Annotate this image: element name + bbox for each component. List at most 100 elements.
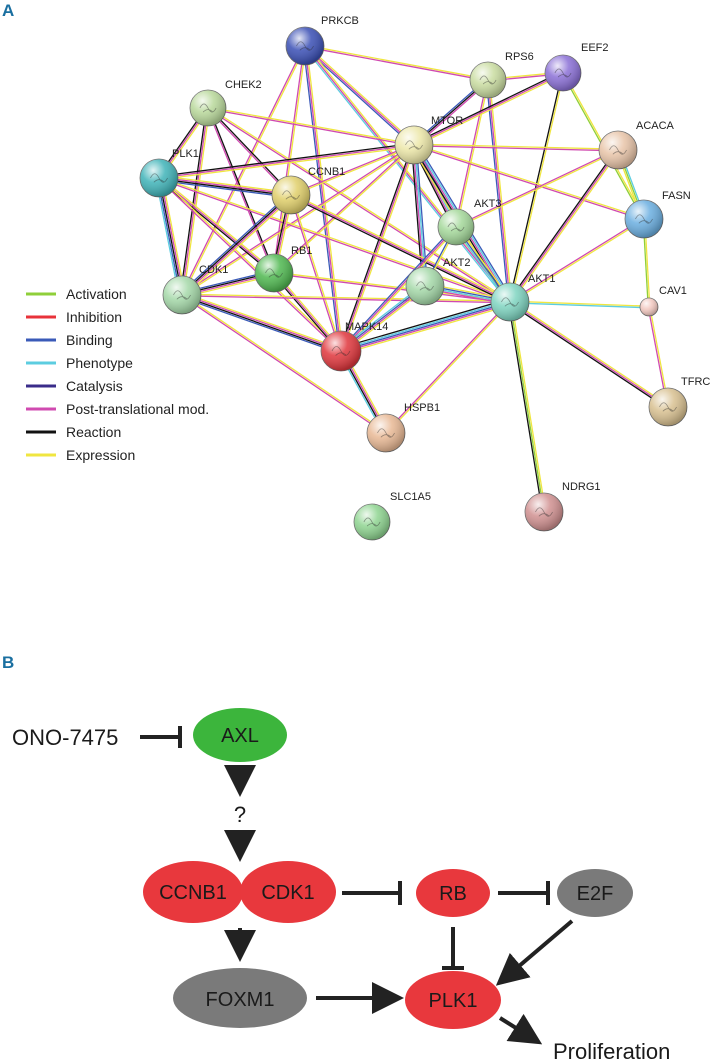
- protein-structure-icon: [479, 75, 497, 85]
- node-sphere-highlight: [599, 131, 637, 169]
- node-mapk14: MAPK14: [320, 321, 388, 372]
- protein-structure-icon: [265, 268, 283, 278]
- edge-line-ptm: [182, 195, 292, 297]
- edge-line-rxn: [158, 177, 183, 296]
- edge-line-exp: [291, 145, 415, 197]
- protein-structure-icon: [282, 190, 300, 200]
- protein-structure-icon: [659, 402, 677, 412]
- legend-item-inhibition: Inhibition: [26, 309, 122, 325]
- node-rb: RB: [416, 869, 490, 917]
- edge-line-exp: [159, 145, 415, 181]
- node-plk1-label: PLK1: [429, 990, 478, 1012]
- edge-line-ptm: [304, 46, 489, 82]
- legend-label-expression: Expression: [66, 447, 135, 463]
- edge-cdk1-mapk14: [180, 292, 343, 354]
- node-sphere-highlight: [470, 62, 506, 98]
- edge-akt1-mapk14: [339, 298, 512, 355]
- edge-line-ptm: [304, 45, 342, 352]
- edge-plk1-rb1: [157, 176, 276, 275]
- edge-mtor-ccnb1: [290, 143, 415, 197]
- node-prkcb: PRKCB: [285, 15, 359, 66]
- protein-structure-icon: [554, 68, 572, 78]
- edge-line-bind: [340, 301, 511, 352]
- legend: Activation Inhibition Binding Phenotype …: [26, 286, 209, 463]
- node-chek2: CHEK2: [189, 79, 262, 127]
- edge-line-exp: [161, 177, 186, 295]
- edge-line-exp: [509, 300, 650, 307]
- edge-line-bind: [303, 46, 414, 147]
- edge-line-ptm: [159, 177, 185, 295]
- edge-line-exp: [182, 46, 307, 296]
- edge-chek2-ccnb1: [206, 106, 293, 197]
- node-sphere-highlight: [525, 493, 563, 531]
- complex-inhibits-rb: [342, 881, 402, 905]
- node-akt1: AKT1: [490, 273, 556, 322]
- edge-line-ptm: [273, 273, 510, 304]
- edge-line-rxn: [179, 107, 208, 295]
- legend-item-catalysis: Catalysis: [26, 378, 123, 394]
- protein-structure-icon: [363, 517, 381, 527]
- protein-structure-icon: [501, 297, 519, 307]
- edge-line-bind: [179, 192, 290, 294]
- edge-line-bind: [339, 225, 456, 351]
- edge-cdk1-akt1: [181, 293, 511, 304]
- edge-line-exp: [159, 176, 511, 302]
- legend-label-reaction: Reaction: [66, 424, 121, 440]
- node-label: MAPK14: [345, 321, 388, 333]
- edge-line-phen: [303, 46, 510, 304]
- node-label: CDK1: [199, 264, 228, 276]
- edge-line-ptm: [289, 195, 341, 352]
- edge-line-exp: [291, 194, 343, 351]
- edge-line-exp: [304, 44, 489, 80]
- legend-item-reaction: Reaction: [26, 424, 121, 440]
- node-sphere-highlight: [255, 254, 293, 292]
- legend-item-phenotype: Phenotype: [26, 355, 133, 371]
- node-label: MTOR: [431, 115, 463, 127]
- node-sphere-highlight: [545, 55, 581, 91]
- drug-inhibits-axl: [140, 726, 182, 748]
- protein-structure-icon: [416, 281, 434, 291]
- edge-line-exp: [274, 271, 511, 302]
- node-sphere-highlight: [491, 283, 529, 321]
- edge-line-ptm: [290, 194, 511, 303]
- edge-line-rxn: [158, 142, 414, 178]
- arrow-plk1-proliferation: [498, 1013, 543, 1045]
- node-label: EEF2: [581, 42, 609, 54]
- edge-line-exp: [456, 80, 490, 228]
- legend-label-inhibition: Inhibition: [66, 309, 122, 325]
- node-label: HSPB1: [404, 402, 440, 414]
- node-sphere-highlight: [625, 200, 663, 238]
- edge-mtor-acaca: [413, 143, 619, 152]
- edge-line-ptm: [181, 107, 209, 296]
- edge-line-exp: [386, 302, 512, 434]
- edge-mtor-rb1: [273, 143, 415, 275]
- edge-fasn-akt1: [509, 217, 645, 304]
- edge-line-rxn: [208, 106, 293, 195]
- legend-label-post-translational: Post-translational mod.: [66, 401, 209, 417]
- legend-label-phenotype: Phenotype: [66, 355, 133, 371]
- panel-b-letter: B: [2, 653, 14, 672]
- edge-line-rxn: [157, 178, 274, 275]
- node-sphere-highlight: [272, 176, 310, 214]
- edge-chek2-mtor: [207, 106, 415, 147]
- node-label: RB1: [291, 245, 312, 257]
- edge-line-rxn: [507, 302, 544, 513]
- node-axl-label: AXL: [221, 725, 259, 747]
- edge-line-ptm: [182, 293, 342, 351]
- arrow-e2f-plk1: [495, 919, 574, 986]
- node-cdk1: CDK1: [162, 264, 228, 315]
- node-label: TFRC: [681, 376, 710, 388]
- node-ccnb1: CCNB1: [143, 861, 243, 923]
- edge-line-ptm: [340, 144, 415, 352]
- node-axl: AXL: [193, 708, 287, 762]
- node-cdk1: CDK1: [240, 861, 336, 923]
- node-label: ACACA: [636, 120, 675, 132]
- edge-akt1-cav1: [509, 300, 650, 309]
- protein-structure-icon: [535, 507, 553, 517]
- edge-acaca-akt3: [455, 148, 619, 229]
- node-label: RPS6: [505, 51, 534, 63]
- protein-structure-icon: [635, 214, 653, 224]
- edge-mtor-mapk14: [338, 144, 417, 352]
- node-label: FASN: [662, 190, 691, 202]
